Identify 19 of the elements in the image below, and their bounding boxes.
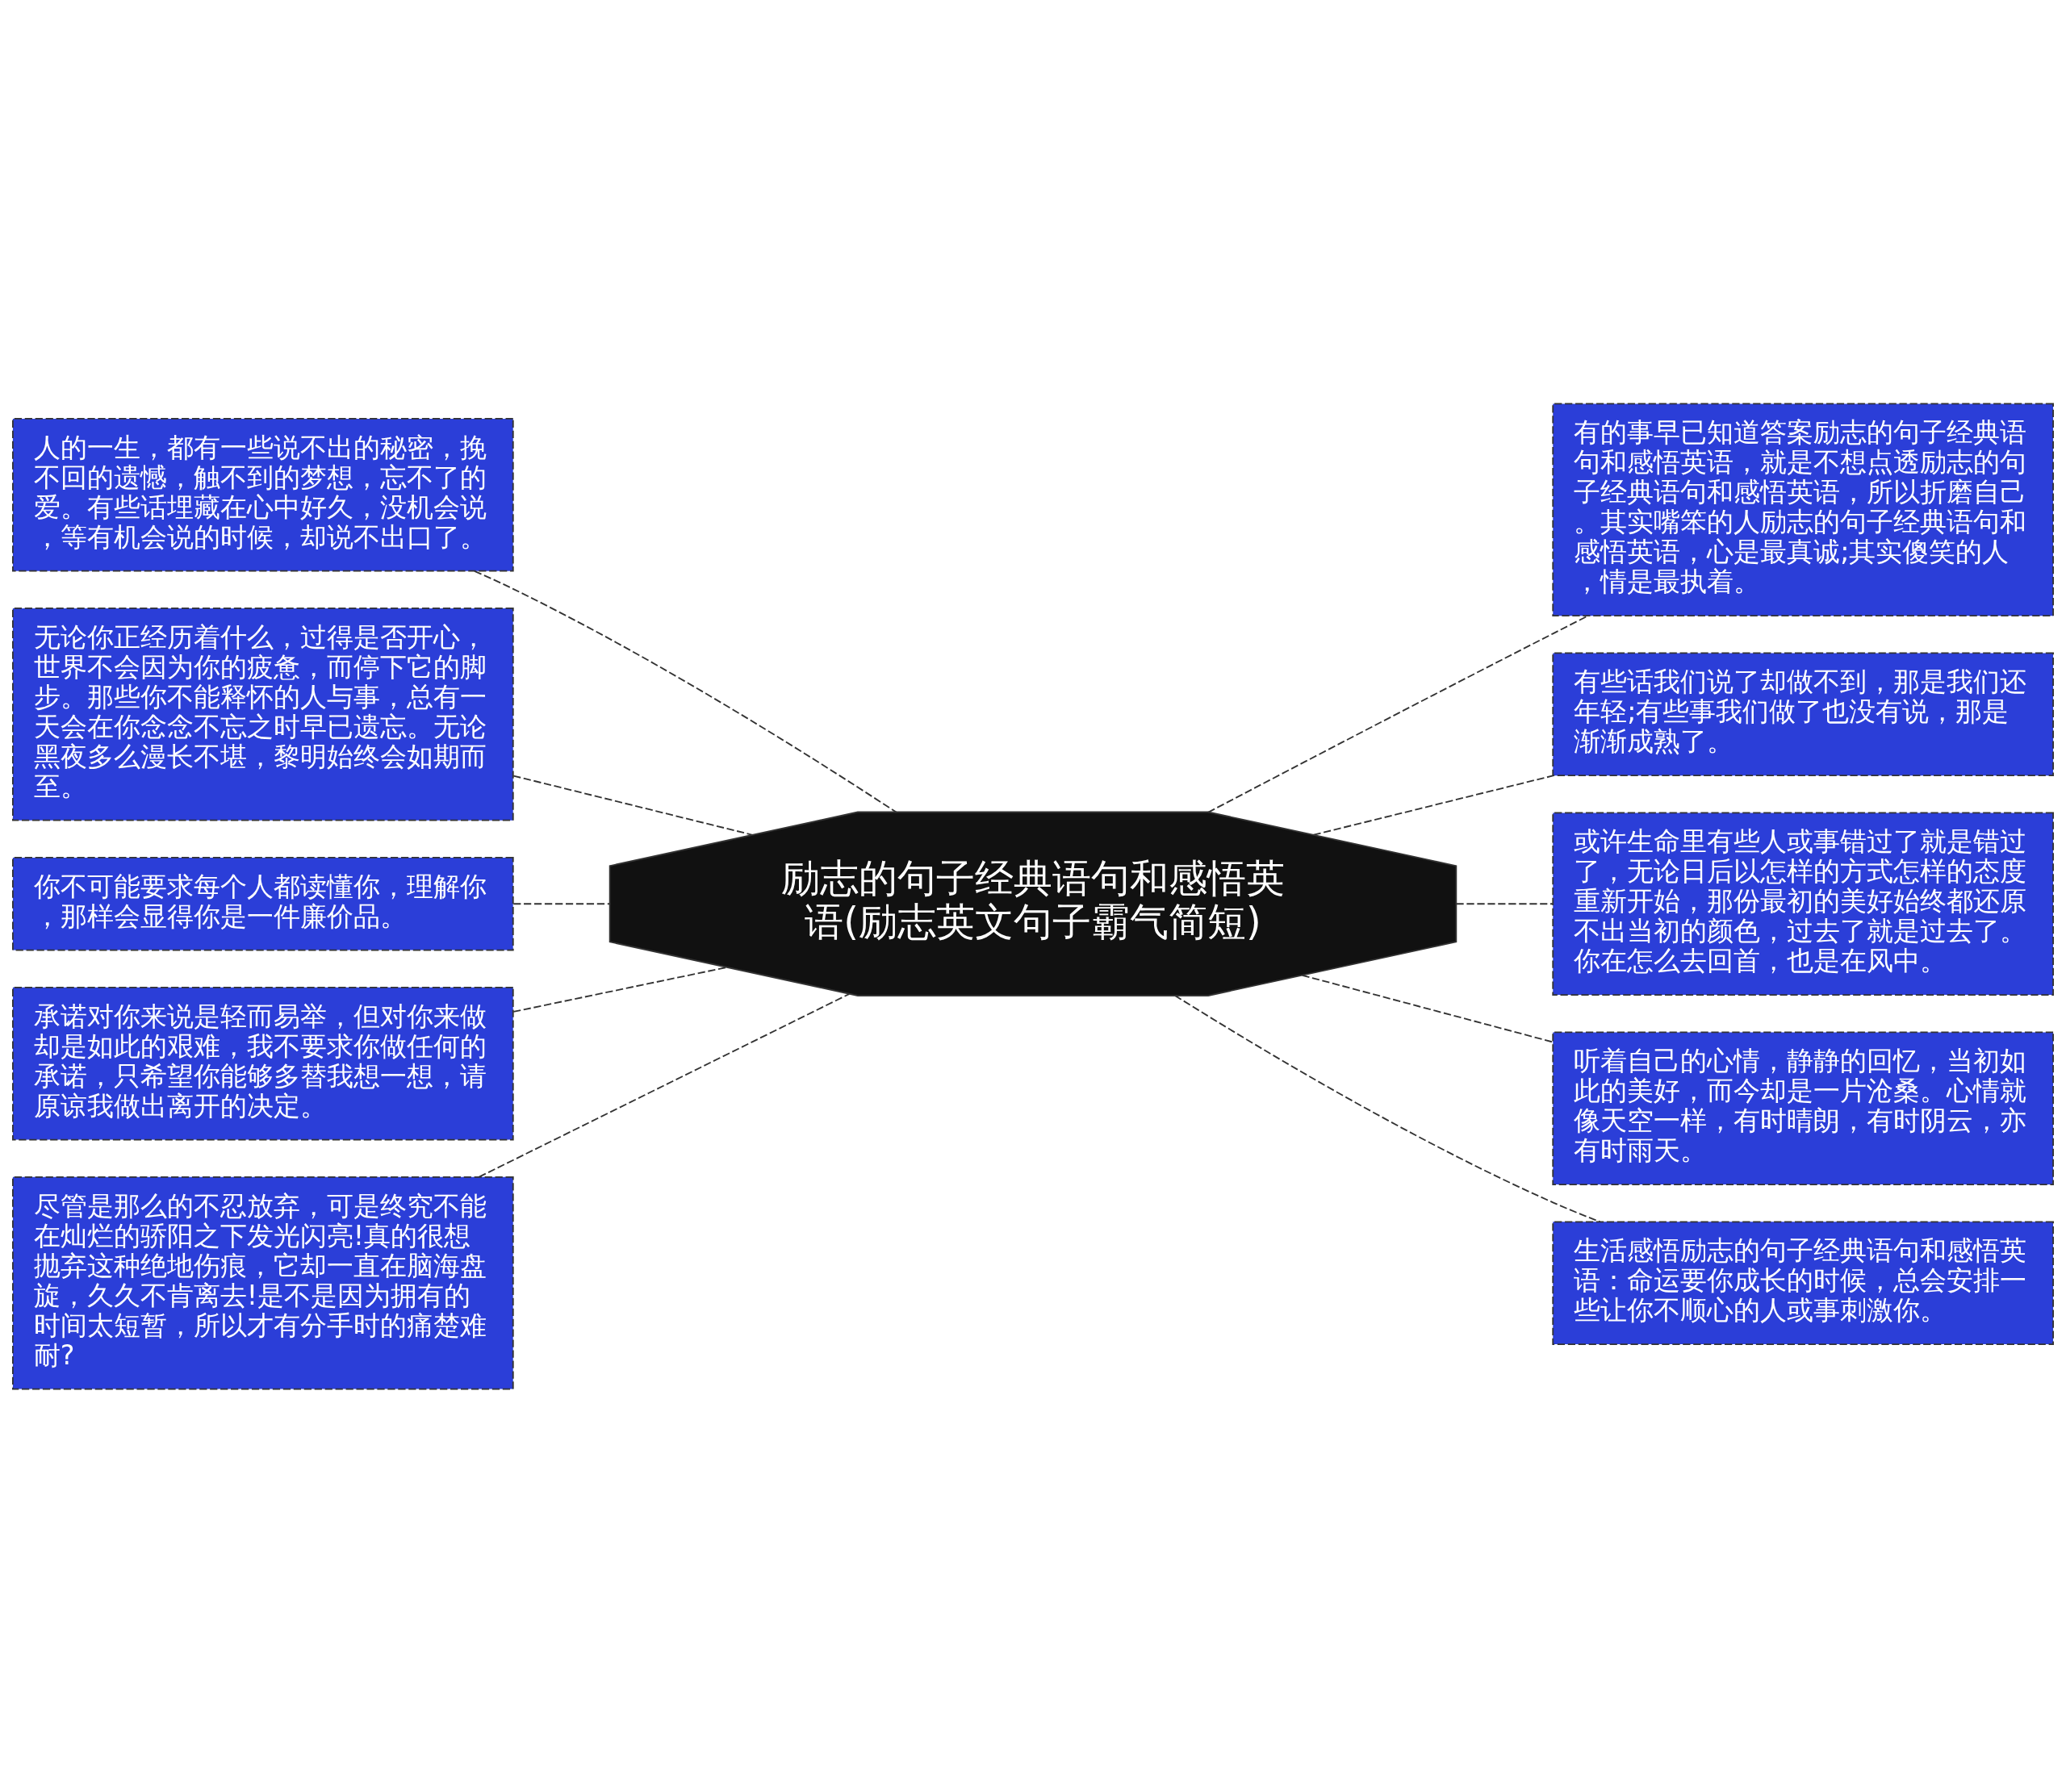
connector: [512, 902, 611, 904]
connector: [478, 992, 851, 1178]
connector: [512, 775, 754, 836]
node-box: 你不可能要求每个人都读懂你，理解你，那样会显得你是一件廉价品。: [11, 856, 514, 951]
connector: [1455, 902, 1554, 904]
connector: [474, 570, 897, 813]
connector: [512, 966, 728, 1013]
node-box: 尽管是那么的不忍放弃，可是终究不能在灿烂的骄阳之下发光闪亮!真的很想抛弃这种绝地伤痕，它却一直在脑海盘旋，久久不肯离去!是不是因为拥有的时间太短暂，所以才有分手时的痛楚难耐?: [11, 1176, 514, 1390]
node-box: 有的事早已知道答案励志的句子经典语句和感悟英语，就是不想点透励志的句子经典语句和感悟英语，所以折磨自己。其实嘴笨的人励志的句子经典语句和感悟英语，心是最真诚;其实傻笑的人，情是最执着。: [1552, 402, 2055, 616]
node-box: 听着自己的心情，静静的回忆，当初如此的美好，而今却是一片沧桑。心情就像天空一样，有时晴朗，有时阴云，亦有时雨天。: [1552, 1030, 2055, 1185]
node-box: 有些话我们说了却做不到，那是我们还年轻;有些事我们做了也没有说，那是渐渐成熟了。: [1552, 651, 2055, 776]
node-box: 生活感悟励志的句子经典语句和感悟英语：命运要你成长的时候，总会安排一些让你不顺心的人或事刺激你。: [1552, 1220, 2055, 1345]
node-box: 或许生命里有些人或事错过了就是错过了，无论日后以怎样的方式怎样的态度重新开始，那份最初的美好始终都还原不出当初的颜色，过去了就是过去了。你在怎么去回首，也是在风中。: [1552, 811, 2055, 996]
connector: [1173, 994, 1601, 1222]
node-box: 人的一生，都有一些说不出的秘密，挽不回的遗憾，触不到的梦想，忘不了的爱。有些话埋藏在心中好久，没机会说，等有机会说的时候，却说不出口了。: [11, 417, 514, 572]
connector: [1301, 974, 1554, 1042]
node-box: 承诺对你来说是轻而易举，但对你来做却是如此的艰难，我不要求你做任何的承诺，只希望你能够多替我想一想，请原谅我做出离开的决定。: [11, 986, 514, 1141]
connector: [1312, 774, 1555, 836]
node-box: 无论你正经历着什么，过得是否开心，世界不会因为你的疲惫，而停下它的脚步。那些你不能释怀的人与事，总有一天会在你念念不忘之时早已遗忘。无论黑夜多么漫长不堪，黎明始终会如期而至。: [11, 607, 514, 821]
